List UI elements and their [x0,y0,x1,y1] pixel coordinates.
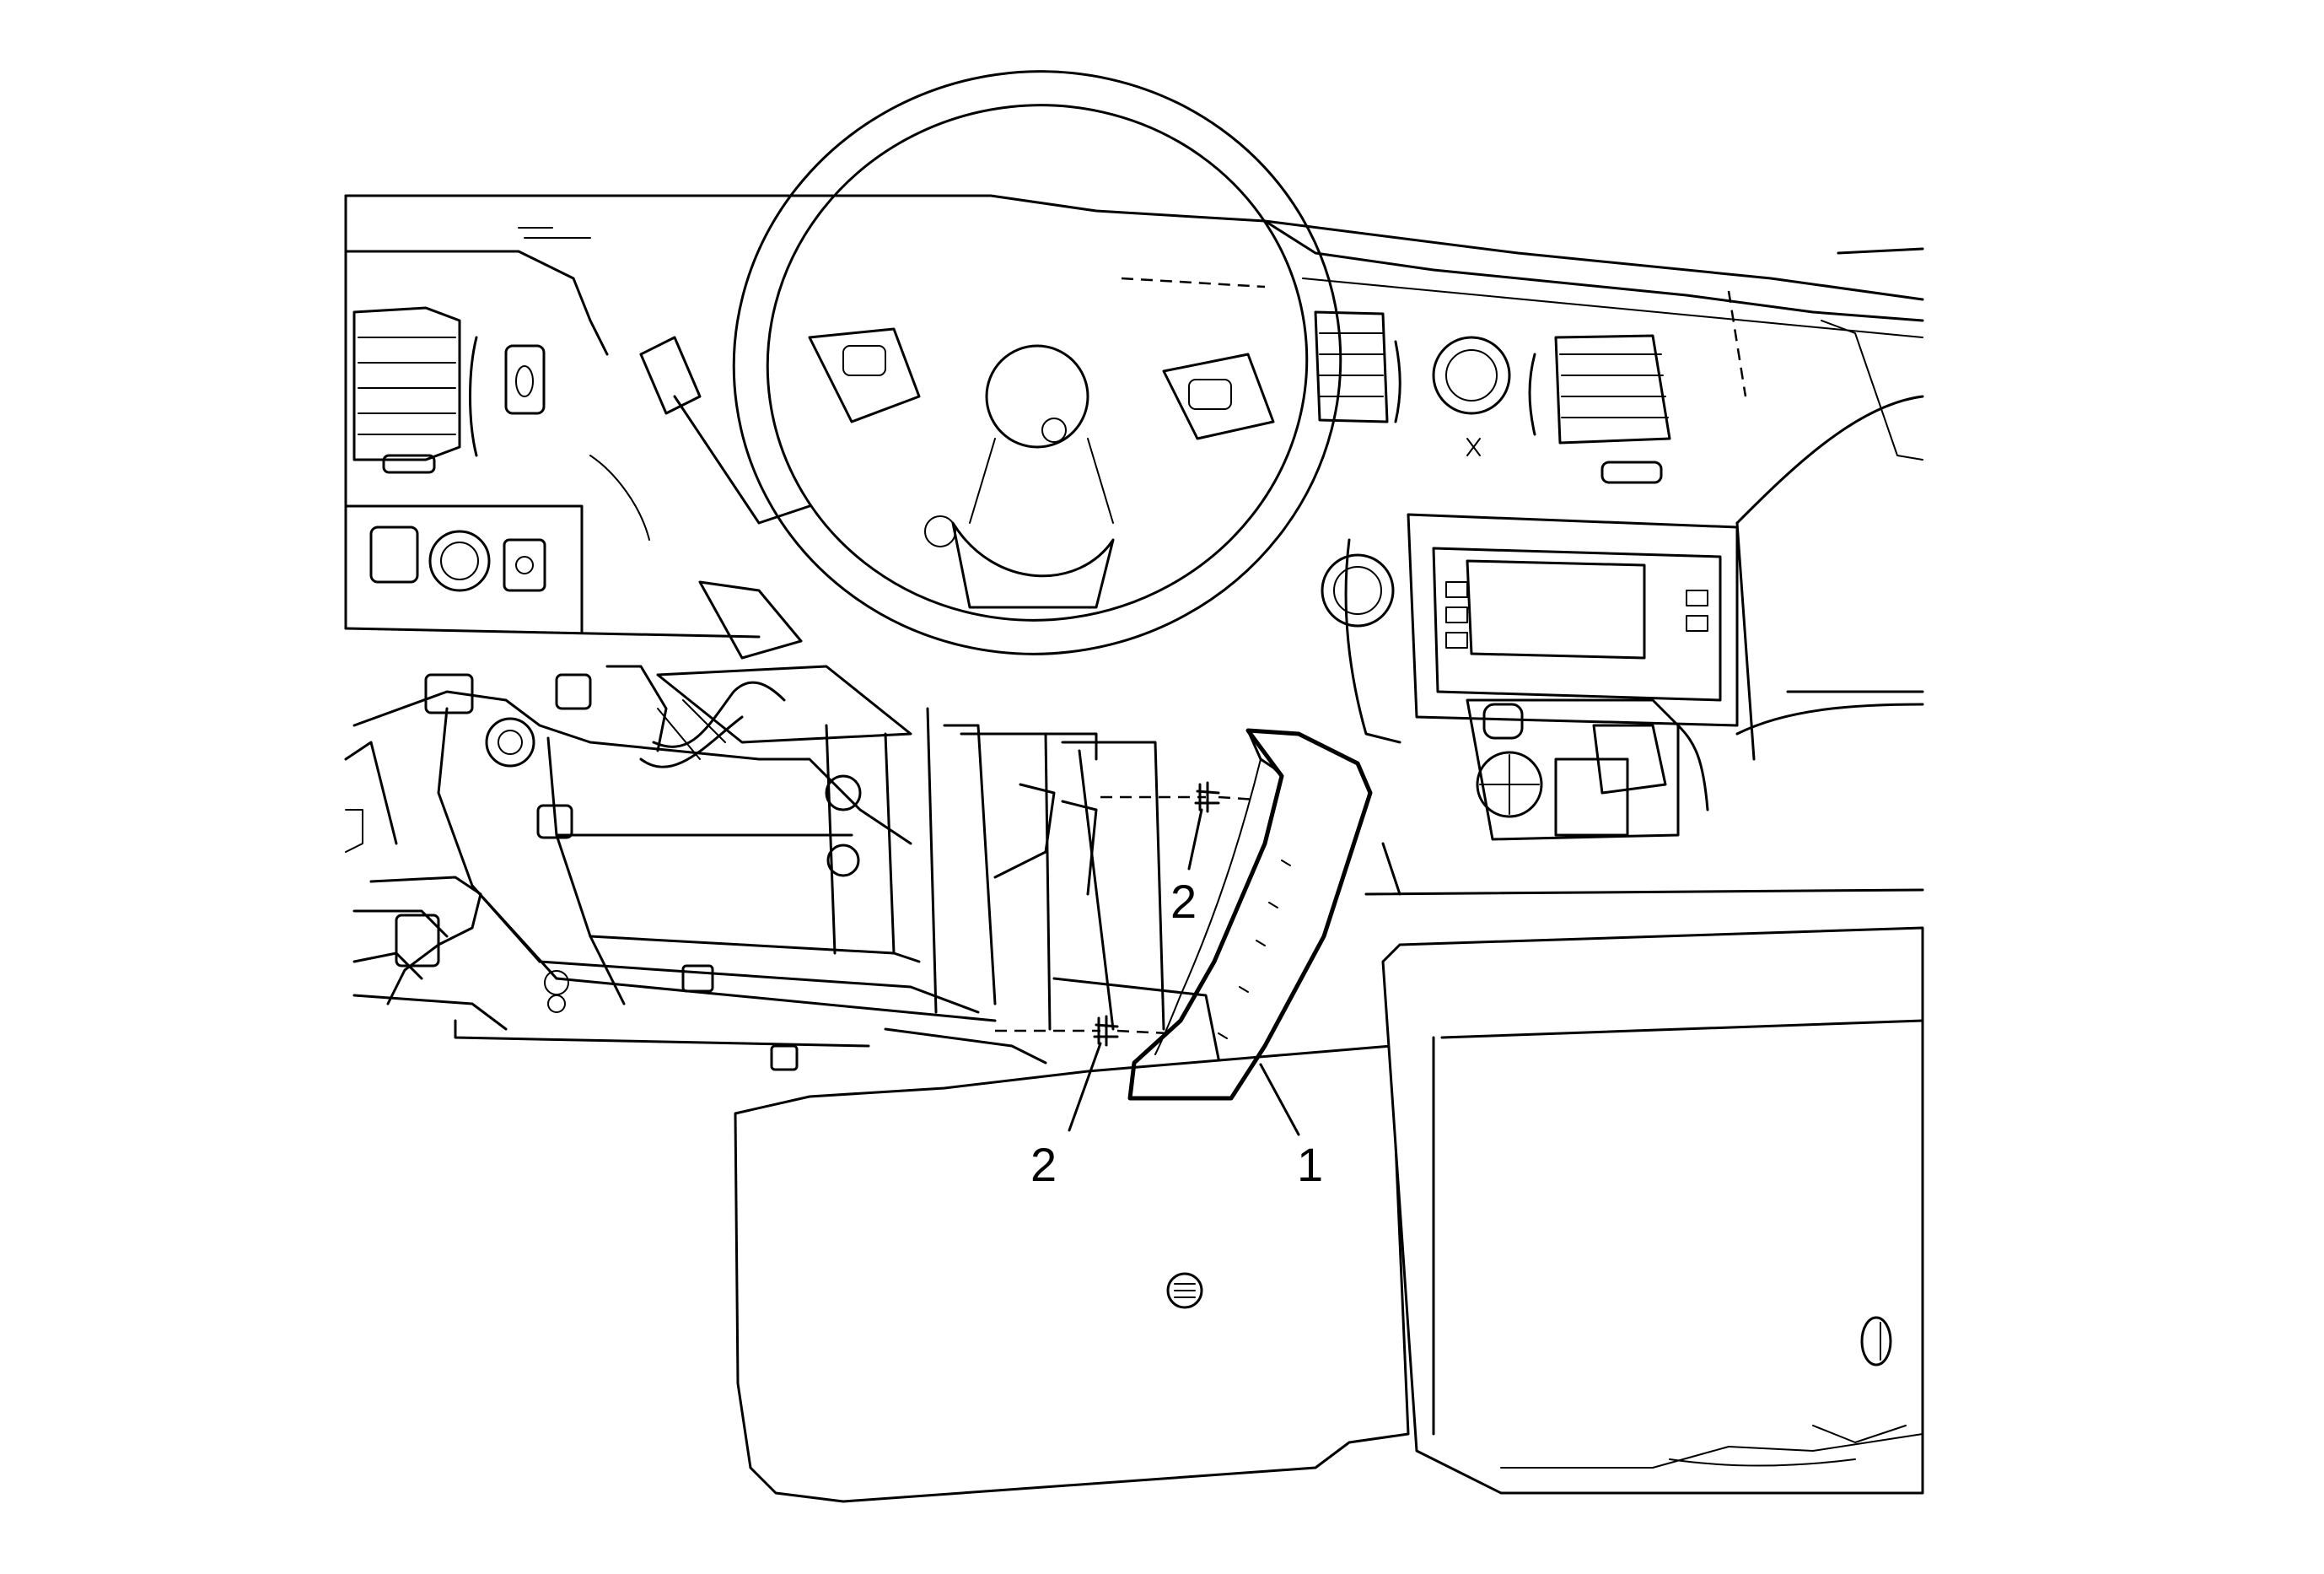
callout-1-label: 1 [1297,1138,1323,1191]
wire-harness [639,681,786,768]
retainer-clip-lower [995,1015,1169,1047]
right-lower-closeout [1381,926,1924,1495]
hvac-controls [1466,698,1709,841]
steering-column [589,336,912,744]
retainer-clip-upper [1100,781,1257,813]
left-air-vent [352,306,546,474]
leader-lines [1068,808,1300,1136]
steering-wheel [732,70,1342,655]
left-switch-panel [344,504,584,634]
callout-2-upper-label: 2 [1170,875,1197,928]
center-stack [1314,310,1739,744]
trim-panel [1127,728,1373,1101]
knee-bolster-bracket [344,665,1224,1081]
right-dash [1364,247,1924,896]
left-lower-closeout [734,1044,1410,1503]
lower-left-bracket [345,809,870,1048]
callout-2-lower-label: 2 [1030,1138,1057,1191]
